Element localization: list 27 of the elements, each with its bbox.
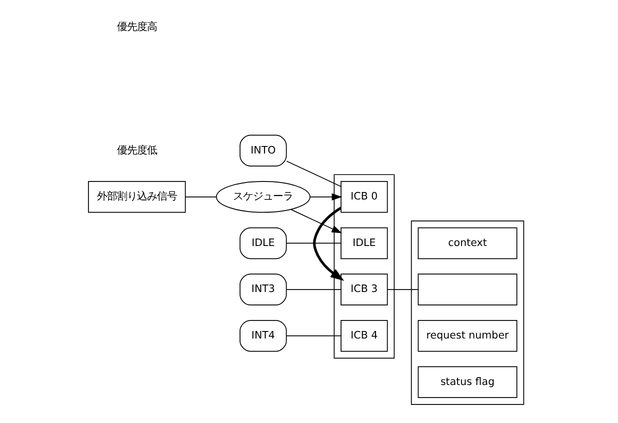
- node-box: IDLE: [340, 227, 388, 260]
- arrow: [312, 206, 344, 281]
- connector: [184, 196, 216, 198]
- connector: [286, 242, 341, 244]
- node-box: ICB 3: [340, 274, 388, 306]
- node-box: [417, 274, 517, 306]
- connector: [286, 160, 341, 187]
- connector: [286, 289, 341, 290]
- label: 優先度低: [116, 144, 156, 156]
- node-box: IDLE: [239, 227, 286, 260]
- node-box: ICB 0: [340, 181, 388, 213]
- node-box: INTO: [239, 134, 286, 166]
- node-box: INT4: [239, 320, 286, 352]
- label: 優先度高: [116, 20, 156, 33]
- node-box: ICB 4: [340, 320, 388, 352]
- cluster: [333, 174, 394, 359]
- node-ellipse: スケジューラ: [215, 181, 310, 213]
- arrow: [309, 193, 342, 201]
- connector: [386, 289, 418, 290]
- node-box: status flag: [417, 366, 517, 398]
- node-box: INT3: [239, 274, 286, 306]
- arrow: [290, 209, 342, 234]
- node-box: request number: [417, 320, 517, 352]
- connector: [286, 335, 341, 336]
- node-box: context: [417, 227, 517, 260]
- cluster: [410, 220, 524, 405]
- node-box: 外部割り込み信号: [88, 181, 186, 213]
